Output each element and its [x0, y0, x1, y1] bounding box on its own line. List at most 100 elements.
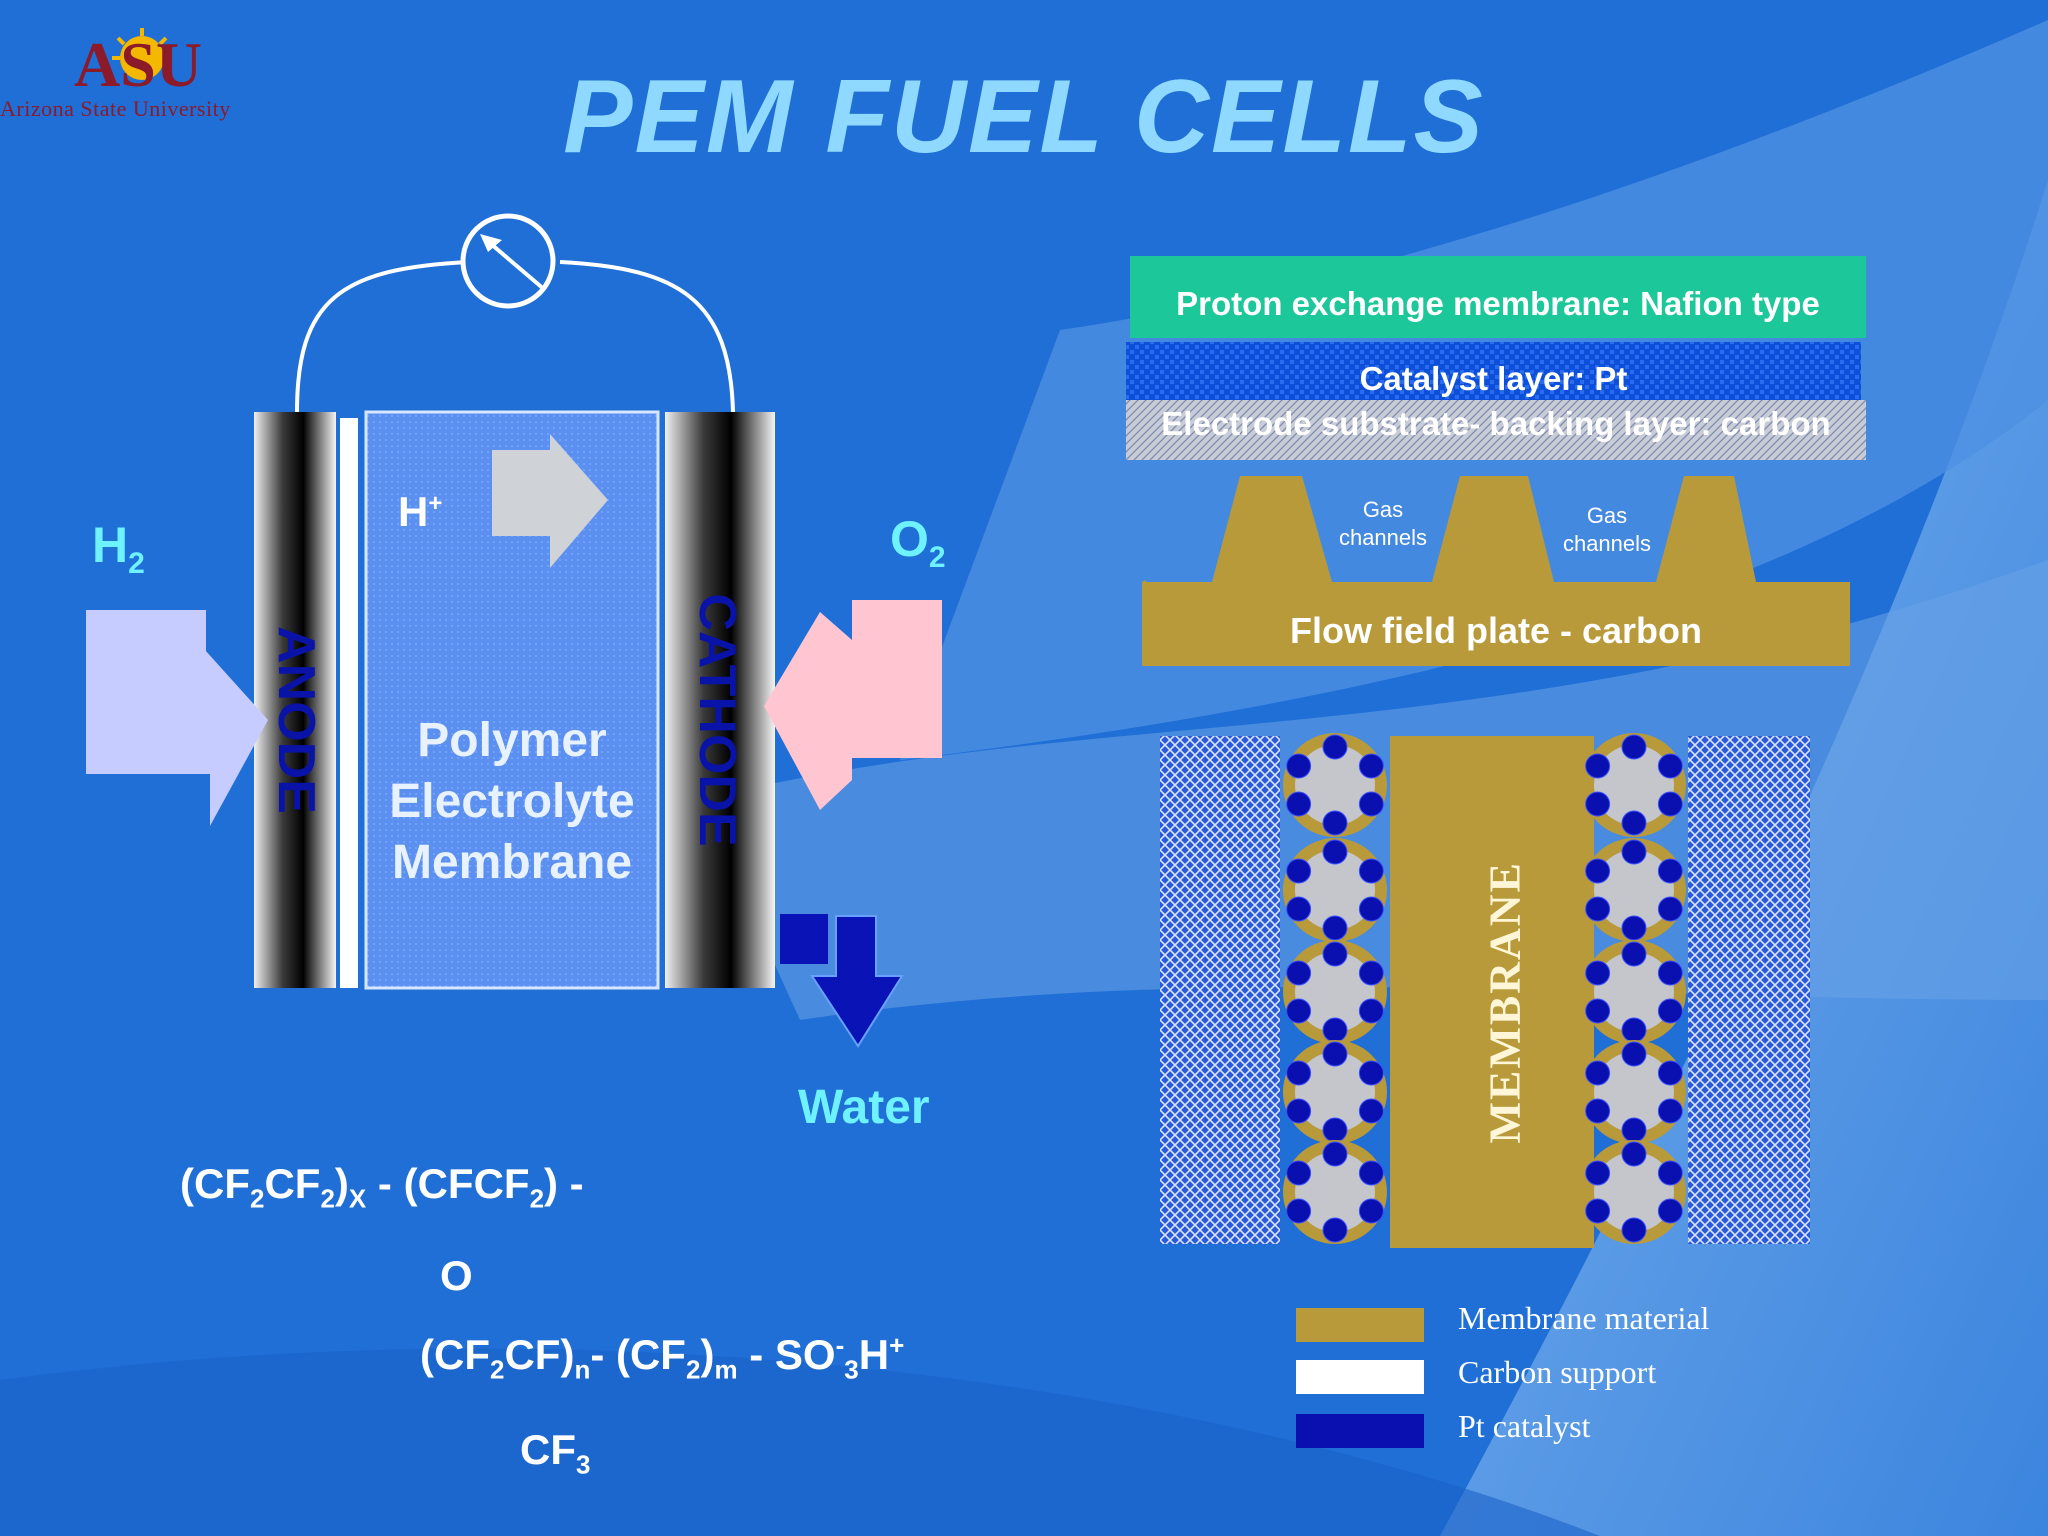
carbon-support-particle	[1594, 1052, 1674, 1132]
o2-label: O2	[890, 511, 946, 574]
pt-catalyst-dot	[1286, 1060, 1312, 1086]
hplus-label: H+	[398, 488, 443, 535]
pt-catalyst-dot	[1621, 941, 1647, 967]
mea-closeup-diagram	[1160, 733, 1810, 1248]
pt-catalyst-dot	[1657, 1098, 1683, 1124]
pt-catalyst-dot	[1657, 753, 1683, 779]
pt-catalyst-dot	[1585, 1060, 1611, 1086]
pt-catalyst-dot	[1585, 896, 1611, 922]
pt-catalyst-dot	[1657, 998, 1683, 1024]
pt-catalyst-dot	[1358, 1098, 1384, 1124]
pt-catalyst-dot	[1358, 753, 1384, 779]
pt-catalyst-dot	[1358, 1198, 1384, 1224]
pt-catalyst-dot	[1585, 858, 1611, 884]
pt-catalyst-dot	[1585, 753, 1611, 779]
pt-catalyst-dot	[1621, 1017, 1647, 1043]
pt-catalyst-dot	[1286, 960, 1312, 986]
pt-catalyst-dot	[1286, 896, 1312, 922]
formula-line-3: (CF2CF)n- (CF2)m - SO-3H+	[420, 1330, 905, 1385]
pt-catalyst-dot	[1286, 1098, 1312, 1124]
pt-catalyst-dot	[1657, 960, 1683, 986]
pt-catalyst-dot	[1286, 1160, 1312, 1186]
pt-catalyst-dot	[1621, 1217, 1647, 1243]
page-title: PEM FUEL CELLS	[563, 59, 1485, 175]
sun-devil-logo-icon: ASU	[74, 28, 202, 100]
pt-catalyst-dot	[1657, 896, 1683, 922]
carbon-support-particle	[1594, 952, 1674, 1032]
pt-catalyst-dot	[1358, 858, 1384, 884]
anode-label: ANODE	[267, 626, 325, 814]
layer-stack-diagram	[1126, 256, 1866, 666]
svg-text:ASU: ASU	[74, 29, 202, 92]
formula-oxygen: O	[440, 1252, 473, 1299]
pt-catalyst-dot	[1358, 791, 1384, 817]
pt-catalyst-dot	[1286, 858, 1312, 884]
pt-catalyst-dot	[1286, 998, 1312, 1024]
pt-catalyst-dot	[1585, 960, 1611, 986]
pt-catalyst-dot	[1322, 1217, 1348, 1243]
legend-label-pt: Pt catalyst	[1458, 1408, 1591, 1444]
pt-catalyst-dot	[1322, 941, 1348, 967]
legend-label-carbon: Carbon support	[1458, 1354, 1657, 1390]
pt-catalyst-dot	[1322, 1141, 1348, 1167]
pt-catalyst-dot	[1657, 1060, 1683, 1086]
pt-catalyst-dot	[1358, 1060, 1384, 1086]
carbon-support-particle	[1295, 850, 1375, 930]
pt-catalyst-dot	[1358, 896, 1384, 922]
pt-catalyst-dot	[1621, 810, 1647, 836]
asu-logo: ASU	[70, 26, 210, 100]
pt-catalyst-dot	[1585, 998, 1611, 1024]
legend-swatch-membrane	[1296, 1308, 1424, 1342]
pt-catalyst-dot	[1322, 1017, 1348, 1043]
membrane-label: Polymer Electrolyte Membrane	[389, 714, 635, 889]
carbon-support-particle	[1295, 1052, 1375, 1132]
logo-university-name: Arizona State University	[0, 96, 231, 121]
pt-catalyst-dot	[1322, 810, 1348, 836]
carbon-support-particle	[1295, 952, 1375, 1032]
pt-catalyst-dot	[1621, 1141, 1647, 1167]
formula-line-1: (CF2CF2)X - (CFCF2) -	[180, 1160, 584, 1214]
pt-catalyst-dot	[1657, 1198, 1683, 1224]
pt-catalyst-dot	[1358, 1160, 1384, 1186]
pt-catalyst-dot	[1322, 734, 1348, 760]
pt-catalyst-dot	[1621, 1117, 1647, 1143]
catalyst-layer-label: Catalyst layer: Pt	[1359, 360, 1628, 397]
pt-catalyst-dot	[1621, 839, 1647, 865]
pt-catalyst-dot	[1585, 1198, 1611, 1224]
pt-catalyst-dot	[1286, 753, 1312, 779]
carbon-support-particle	[1594, 1152, 1674, 1232]
pt-catalyst-dot	[1657, 858, 1683, 884]
pt-catalyst-dot	[1286, 1198, 1312, 1224]
gas-channels-label-1: Gas channels	[1338, 497, 1428, 550]
pt-catalyst-dot	[1322, 839, 1348, 865]
formula-cf3: CF3	[520, 1426, 591, 1480]
pt-catalyst-dot	[1358, 960, 1384, 986]
legend-label-membrane: Membrane material	[1458, 1300, 1710, 1336]
legend-swatch-pt	[1296, 1414, 1424, 1448]
pt-catalyst-dot	[1585, 791, 1611, 817]
carbon-support-particle	[1594, 745, 1674, 825]
pt-catalyst-dot	[1585, 1098, 1611, 1124]
pt-catalyst-dot	[1657, 1160, 1683, 1186]
cathode-label: CATHODE	[688, 593, 746, 847]
legend-swatch-carbon	[1296, 1360, 1424, 1394]
pt-catalyst-dot	[1621, 734, 1647, 760]
pt-catalyst-dot	[1621, 915, 1647, 941]
membrane-vertical-label: MEMBRANE	[1480, 861, 1530, 1144]
pem-layer-label: Proton exchange membrane: Nafion type	[1176, 285, 1820, 322]
pt-catalyst-dot	[1322, 915, 1348, 941]
substrate-layer-label: Electrode substrate- backing layer: carb…	[1161, 405, 1831, 442]
carbon-support-particle	[1594, 850, 1674, 930]
carbon-support-particle	[1295, 745, 1375, 825]
pt-catalyst-dot	[1657, 791, 1683, 817]
pt-catalyst-dot	[1621, 1041, 1647, 1067]
pt-catalyst-dot	[1322, 1041, 1348, 1067]
h2-label: H2	[92, 517, 145, 580]
pt-catalyst-dot	[1322, 1117, 1348, 1143]
flow-field-plate-label: Flow field plate - carbon	[1289, 610, 1703, 651]
fuel-cell-diagram	[86, 213, 942, 1048]
gas-channels-label-2: Gas channels	[1562, 503, 1652, 556]
pt-catalyst-dot	[1585, 1160, 1611, 1186]
pt-catalyst-dot	[1286, 791, 1312, 817]
water-label: Water	[798, 1081, 930, 1134]
